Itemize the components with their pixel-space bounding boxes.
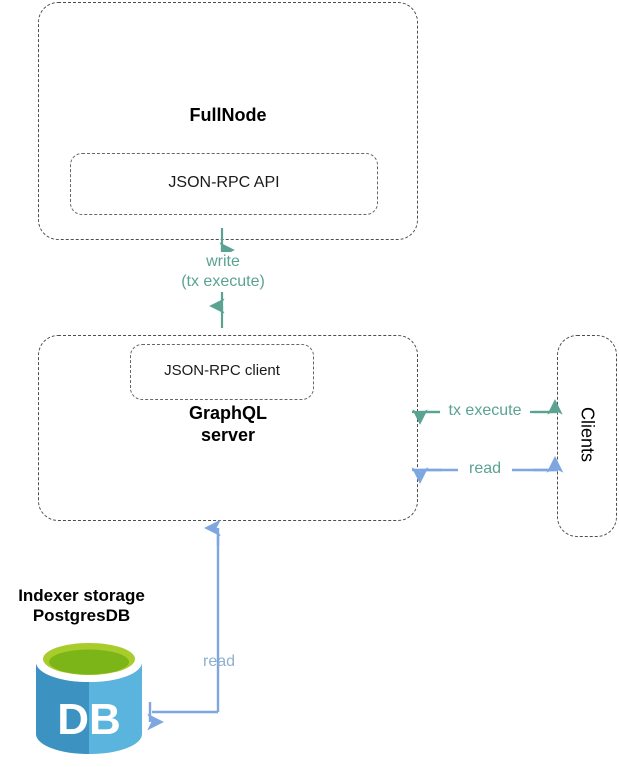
database-cylinder[interactable]: DB	[30, 642, 148, 755]
fullnode-label: FullNode	[189, 105, 267, 125]
read-db-edge-label: read	[202, 653, 236, 670]
database-icon: DB	[36, 642, 142, 755]
tx-execute-edge-label: tx execute	[440, 401, 530, 421]
graphql-server-label: GraphQL server	[188, 403, 267, 445]
svg-text:DB: DB	[57, 695, 121, 744]
clients-label: Clients	[577, 406, 598, 463]
write-edge-label: write (tx execute)	[160, 252, 286, 292]
json-rpc-api-box[interactable]	[70, 153, 378, 215]
clients-box[interactable]	[557, 335, 617, 537]
read-clients-edge-label: read	[458, 459, 512, 479]
database-heading: Indexer storage PostgresDB	[18, 586, 145, 626]
json-rpc-client-label: JSON-RPC client	[164, 362, 280, 379]
json-rpc-api-label: JSON-RPC API	[168, 174, 280, 191]
json-rpc-client-box[interactable]	[130, 344, 314, 400]
